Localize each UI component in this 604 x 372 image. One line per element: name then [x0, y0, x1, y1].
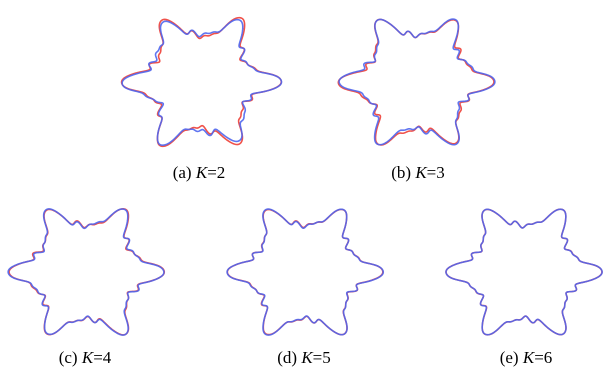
- panel-d: [226, 203, 387, 343]
- star-plot-e: [445, 208, 603, 336]
- caption-c-value: 4: [102, 348, 112, 367]
- caption-b-label: (b): [391, 163, 412, 182]
- star-plot-b: [337, 18, 496, 146]
- caption-e: (e) K=6: [500, 348, 553, 368]
- reconstruction-curve-a: [121, 18, 283, 146]
- caption-c: (c) K=4: [59, 348, 112, 368]
- caption-a-value: 2: [216, 163, 226, 182]
- caption-b-variable: K: [415, 163, 427, 182]
- reconstruction-curve-d: [226, 208, 385, 336]
- reference-curve-b: [337, 18, 495, 146]
- panel-a: [120, 13, 283, 163]
- caption-b-value: 3: [436, 163, 445, 182]
- star-plot-a: [120, 16, 283, 148]
- star-plot-c: [7, 208, 166, 336]
- caption-c-eq: =: [93, 348, 103, 367]
- caption-d: (d) K=5: [277, 348, 331, 368]
- star-plot-d: [226, 208, 385, 336]
- caption-e-label: (e): [499, 348, 519, 367]
- caption-a-variable: K: [195, 163, 208, 182]
- caption-d-variable: K: [301, 348, 313, 367]
- caption-b-eq: =: [426, 163, 437, 182]
- reference-curve-a: [120, 16, 283, 148]
- reconstruction-curve-c: [7, 208, 165, 336]
- reconstruction-curve-e: [445, 208, 603, 336]
- caption-d-eq: =: [312, 348, 323, 367]
- caption-d-label: (d): [277, 348, 298, 367]
- caption-d-value: 5: [322, 348, 331, 367]
- panel-c: [7, 203, 168, 343]
- caption-e-value: 6: [543, 348, 553, 367]
- reconstruction-curve-b: [338, 18, 496, 146]
- caption-a-eq: =: [207, 163, 217, 182]
- caption-e-eq: =: [534, 348, 544, 367]
- caption-c-variable: K: [81, 348, 94, 367]
- panel-b: [337, 13, 497, 163]
- caption-b: (b) K=3: [391, 163, 445, 183]
- panel-e: [445, 203, 604, 343]
- caption-a-label: (a): [172, 163, 192, 182]
- caption-c-label: (c): [58, 348, 78, 367]
- caption-a: (a) K=2: [173, 163, 226, 183]
- caption-e-variable: K: [522, 348, 535, 367]
